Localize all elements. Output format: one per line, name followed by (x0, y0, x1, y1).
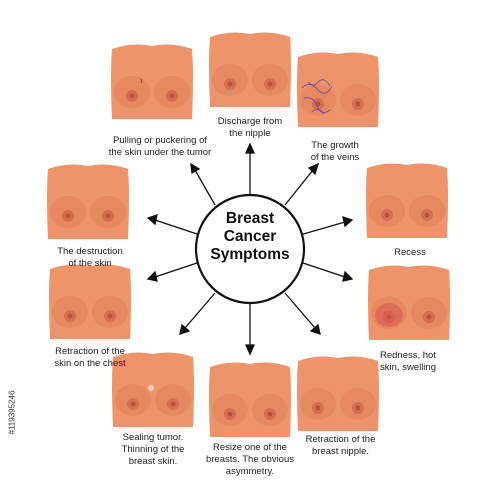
torso-resize (209, 362, 291, 437)
torso-retraction-chest (49, 264, 131, 339)
arrow-to-discharge (244, 142, 256, 195)
torso-redness (368, 265, 450, 340)
label-retraction-nipple: Retraction of the breast nipple. (305, 434, 376, 457)
arrow-to-resize (244, 303, 256, 356)
center-title: Breast Cancer Symptoms (210, 210, 290, 263)
arrow-to-retraction-nipple (284, 292, 321, 335)
redness-mark (375, 303, 403, 327)
arrow-to-recess (299, 216, 354, 236)
label-redness: Redness, hot skin, swelling (380, 350, 436, 373)
torso-retraction-nipple (297, 356, 379, 431)
label-pulling: Pulling or puckering of the skin under t… (108, 135, 212, 158)
label-resize: Resize one of the breasts. The obvious a… (205, 442, 294, 477)
veins-mark (301, 79, 333, 115)
discharge-drop (229, 89, 231, 95)
stock-id: #119395246 (7, 390, 17, 435)
arrow-to-retraction-chest (146, 261, 201, 282)
torso-veins (297, 52, 379, 127)
torso-discharge (209, 32, 291, 107)
pucker-mark (139, 77, 143, 84)
arrow-to-veins (284, 162, 320, 206)
arrows (146, 142, 354, 356)
torso-recess (366, 163, 448, 238)
torso-destruction (47, 164, 129, 239)
label-sealing: Sealing tumor. Thinning of the breast sk… (121, 432, 185, 467)
arrow-to-redness (299, 261, 354, 282)
label-discharge: Discharge from the nipple (217, 116, 283, 139)
arrow-to-destruction (146, 214, 201, 236)
label-retraction-chest: Retraction of the skin on the chest (54, 346, 126, 369)
label-veins: The growth of the veins (310, 140, 360, 163)
center-circle (194, 193, 306, 305)
tumor-mark (148, 385, 154, 391)
arrow-to-sealing (179, 292, 216, 335)
torso-pulling (111, 44, 193, 119)
torso-sealing (112, 352, 194, 427)
label-recess: Recess (394, 247, 426, 258)
label-destruction: The destruction of the skin (57, 246, 123, 269)
arrow-to-pulling (190, 162, 216, 206)
